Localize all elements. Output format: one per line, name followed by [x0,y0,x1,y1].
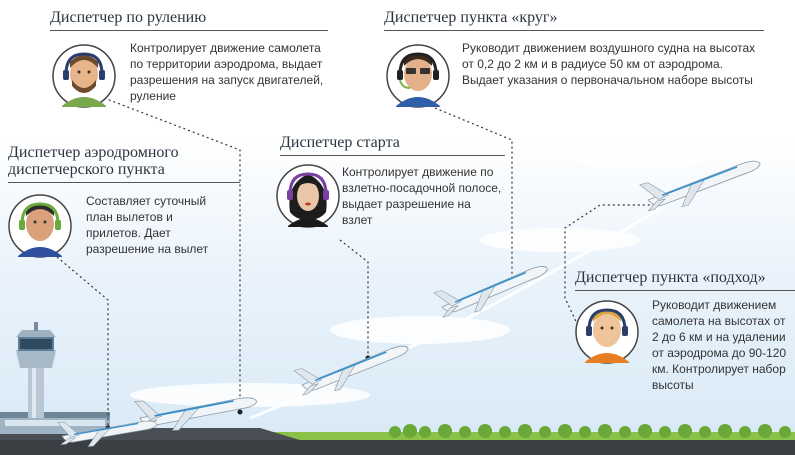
start-controller-title: Диспетчер старта [280,134,400,151]
clouds [130,126,770,407]
terminal-building [0,412,110,434]
circle-controller-description: Руководит движением воздушного судна на … [462,41,756,87]
tree-line [389,424,791,438]
tower-controller-description: Составляет суточный план вылетов и приле… [86,194,209,256]
control-tower-icon [16,322,56,418]
title-underline [50,30,328,31]
taxi-controller-description: Контролирует движение самолета по террит… [130,41,324,103]
dispatcher-avatar-icon [276,164,340,228]
title-underline [8,182,240,183]
tower-controller-title: Диспетчер аэродромного диспетчерского пу… [8,144,179,178]
runway [0,440,795,455]
airplane-icon [432,259,555,323]
title-underline [384,30,764,31]
connector-lines [56,97,655,428]
dispatcher-avatar-icon [575,300,639,364]
taxi-controller-title: Диспетчер по рулению [50,9,207,26]
approach-controller-description: Руководит движением самолета на высотах … [652,298,787,392]
dispatcher-avatar-icon [8,194,72,258]
dispatcher-avatar-icon [386,44,450,108]
dispatcher-avatar-icon [52,44,116,108]
start-controller-description: Контролирует движение по взлетно-посадоч… [342,165,502,227]
circle-controller-title: Диспетчер пункта «круг» [384,9,558,26]
title-underline [280,155,505,156]
title-underline [575,290,795,291]
flight-trail [249,188,691,420]
approach-controller-title: Диспетчер пункта «подход» [575,269,766,286]
